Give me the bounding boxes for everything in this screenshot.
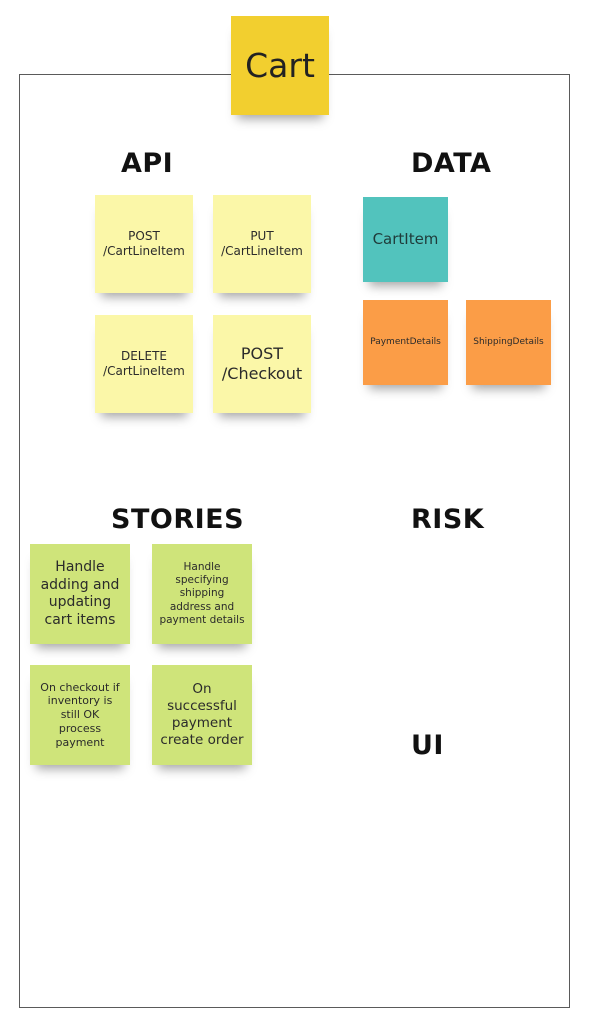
data-note-label: ShippingDetails xyxy=(473,336,544,347)
data-note-label: PaymentDetails xyxy=(370,336,441,347)
section-title-data: DATA xyxy=(411,148,492,179)
api-note-put-cartlineitem[interactable]: PUT /CartLineItem xyxy=(213,195,311,293)
data-note-paymentdetails[interactable]: PaymentDetails xyxy=(363,300,448,385)
api-note-label: POST /CartLineItem xyxy=(103,229,185,258)
board-title-note[interactable]: Cart xyxy=(231,16,329,115)
story-note-label: Handle adding and updating cart items xyxy=(40,559,120,628)
section-title-risk: RISK xyxy=(411,504,485,535)
api-note-delete-cartlineitem[interactable]: DELETE /CartLineItem xyxy=(95,315,193,413)
story-note-create-order[interactable]: On successful payment create order xyxy=(152,665,252,765)
api-note-post-cartlineitem[interactable]: POST /CartLineItem xyxy=(95,195,193,293)
api-note-label: DELETE /CartLineItem xyxy=(103,349,185,378)
data-note-shippingdetails[interactable]: ShippingDetails xyxy=(466,300,551,385)
story-note-adding-updating[interactable]: Handle adding and updating cart items xyxy=(30,544,130,644)
story-note-label: Handle specifying shipping address and p… xyxy=(159,561,245,626)
section-title-stories: STORIES xyxy=(111,504,245,535)
story-note-shipping-payment[interactable]: Handle specifying shipping address and p… xyxy=(152,544,252,644)
api-note-label: PUT /CartLineItem xyxy=(221,229,303,258)
story-note-label: On successful payment create order xyxy=(160,681,244,748)
board-title: Cart xyxy=(245,45,315,85)
api-note-label: POST /Checkout xyxy=(221,344,303,383)
story-note-checkout-inventory[interactable]: On checkout if inventory is still OK pro… xyxy=(30,665,130,765)
story-note-label: On checkout if inventory is still OK pro… xyxy=(40,680,120,749)
api-note-post-checkout[interactable]: POST /Checkout xyxy=(213,315,311,413)
data-note-label: CartItem xyxy=(372,230,439,249)
data-note-cartitem[interactable]: CartItem xyxy=(363,197,448,282)
section-title-api: API xyxy=(121,148,174,179)
section-title-ui: UI xyxy=(411,730,444,761)
